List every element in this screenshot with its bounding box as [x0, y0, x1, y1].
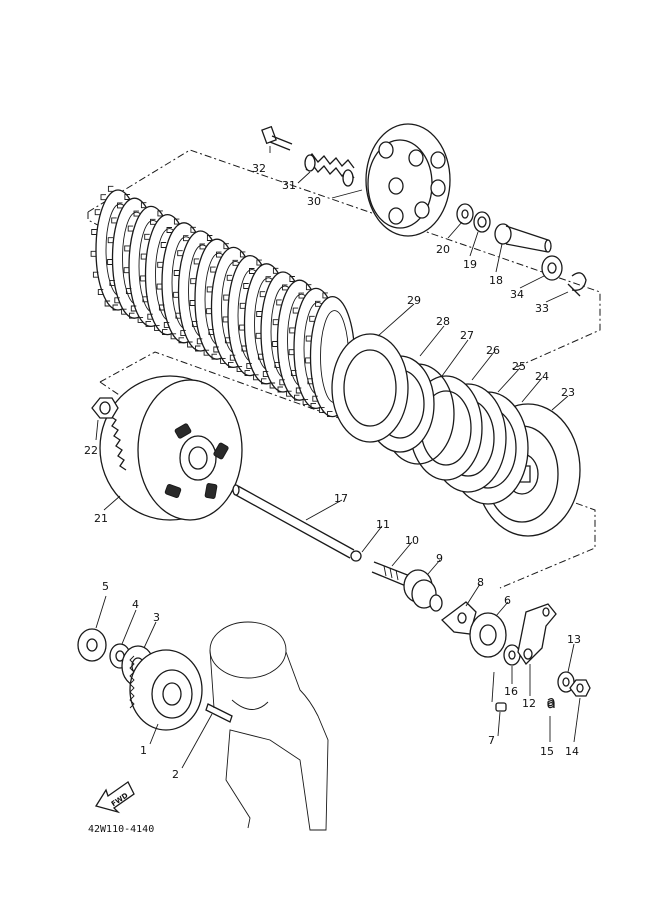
callout-21: 21 [94, 512, 108, 525]
circlip [567, 272, 587, 297]
clutch-bolt [261, 125, 293, 151]
collar-16 [503, 644, 521, 666]
clutch-plate-tabs [107, 194, 135, 319]
callout-30: 30 [307, 195, 321, 208]
crankcase-outline [209, 621, 329, 831]
callout-14: 14 [565, 745, 579, 758]
callout-17: 17 [334, 492, 348, 505]
push-lever [403, 569, 443, 612]
clutch-plate-tabs [206, 243, 234, 368]
callout-6: 6 [504, 594, 511, 607]
callout-7: 7 [488, 734, 495, 747]
callout-22: 22 [84, 444, 98, 457]
callout-27: 27 [460, 329, 474, 342]
push-rod-short [494, 223, 552, 253]
callout-23: 23 [561, 386, 575, 399]
clutch-housing [99, 375, 243, 521]
clutch-plate-tabs [288, 284, 316, 409]
callout-2: 2 [172, 768, 179, 781]
callout-15: 15 [540, 745, 554, 758]
callout-32: 32 [252, 162, 266, 175]
nut-14 [569, 679, 591, 697]
clutch-plate-tabs [272, 276, 300, 401]
callout-26: 26 [486, 344, 500, 357]
push-rod-long [232, 484, 355, 559]
push-rod-10 [371, 561, 411, 587]
clutch-plate-tabs [222, 251, 250, 377]
pressure-plate [365, 123, 451, 237]
callout-12: 12 [522, 697, 536, 710]
callout-4: 4 [132, 598, 139, 611]
callout-10: 10 [405, 534, 419, 547]
friction-plate-29 [331, 333, 409, 443]
diagram-code: 42W110-4140 [88, 824, 154, 835]
clutch-plate-tabs [239, 259, 267, 385]
callout-24: 24 [535, 370, 549, 383]
callout-8: 8 [477, 576, 484, 589]
callout-33: 33 [535, 302, 549, 315]
callout-9: 9 [436, 552, 443, 565]
fwd-arrow-icon: FWD [94, 781, 135, 814]
callout-16: 16 [504, 685, 518, 698]
callout-19: 19 [463, 258, 477, 271]
dowel-pin-7 [495, 702, 507, 712]
callout-11: 11 [376, 518, 390, 531]
lock-nut [91, 397, 119, 419]
push-lever-arm-12 [517, 603, 557, 666]
clutch-plate-tabs [123, 202, 151, 327]
clutch-spring [304, 153, 355, 187]
callout-labels: 32 31 30 20 19 18 34 33 29 28 27 26 25 2… [84, 162, 581, 781]
nut-washer-set [456, 203, 491, 233]
callout-34: 34 [510, 288, 524, 301]
clutch-plate-tabs [140, 210, 168, 336]
callout-31: 31 [282, 179, 296, 192]
leader-lines [95, 146, 581, 769]
clutch-plate-tabs [156, 218, 184, 344]
callout-18: 18 [489, 274, 503, 287]
callout-5: 5 [102, 580, 109, 593]
callout-3: 3 [153, 611, 160, 624]
callout-13: 13 [567, 633, 581, 646]
ball [350, 550, 362, 562]
clutch-plate-tabs [189, 235, 217, 360]
clutch-plates-stack [90, 185, 356, 418]
clutch-plate-tabs [90, 185, 118, 311]
clutch-plate-tabs [173, 226, 201, 352]
clutch-plate-tabs [255, 267, 283, 393]
spring-15 [547, 698, 555, 709]
straight-pin-2 [205, 703, 233, 723]
primary-drive-gear [129, 649, 203, 731]
oil-seal-6 [469, 612, 507, 658]
callout-25: 25 [512, 360, 526, 373]
thrust-washer-5 [77, 628, 107, 662]
callout-20: 20 [436, 243, 450, 256]
callout-28: 28 [436, 315, 450, 328]
bearing [541, 255, 563, 281]
callout-29: 29 [407, 294, 421, 307]
callout-1: 1 [140, 744, 147, 757]
clutch-plate-tabs [305, 292, 333, 418]
